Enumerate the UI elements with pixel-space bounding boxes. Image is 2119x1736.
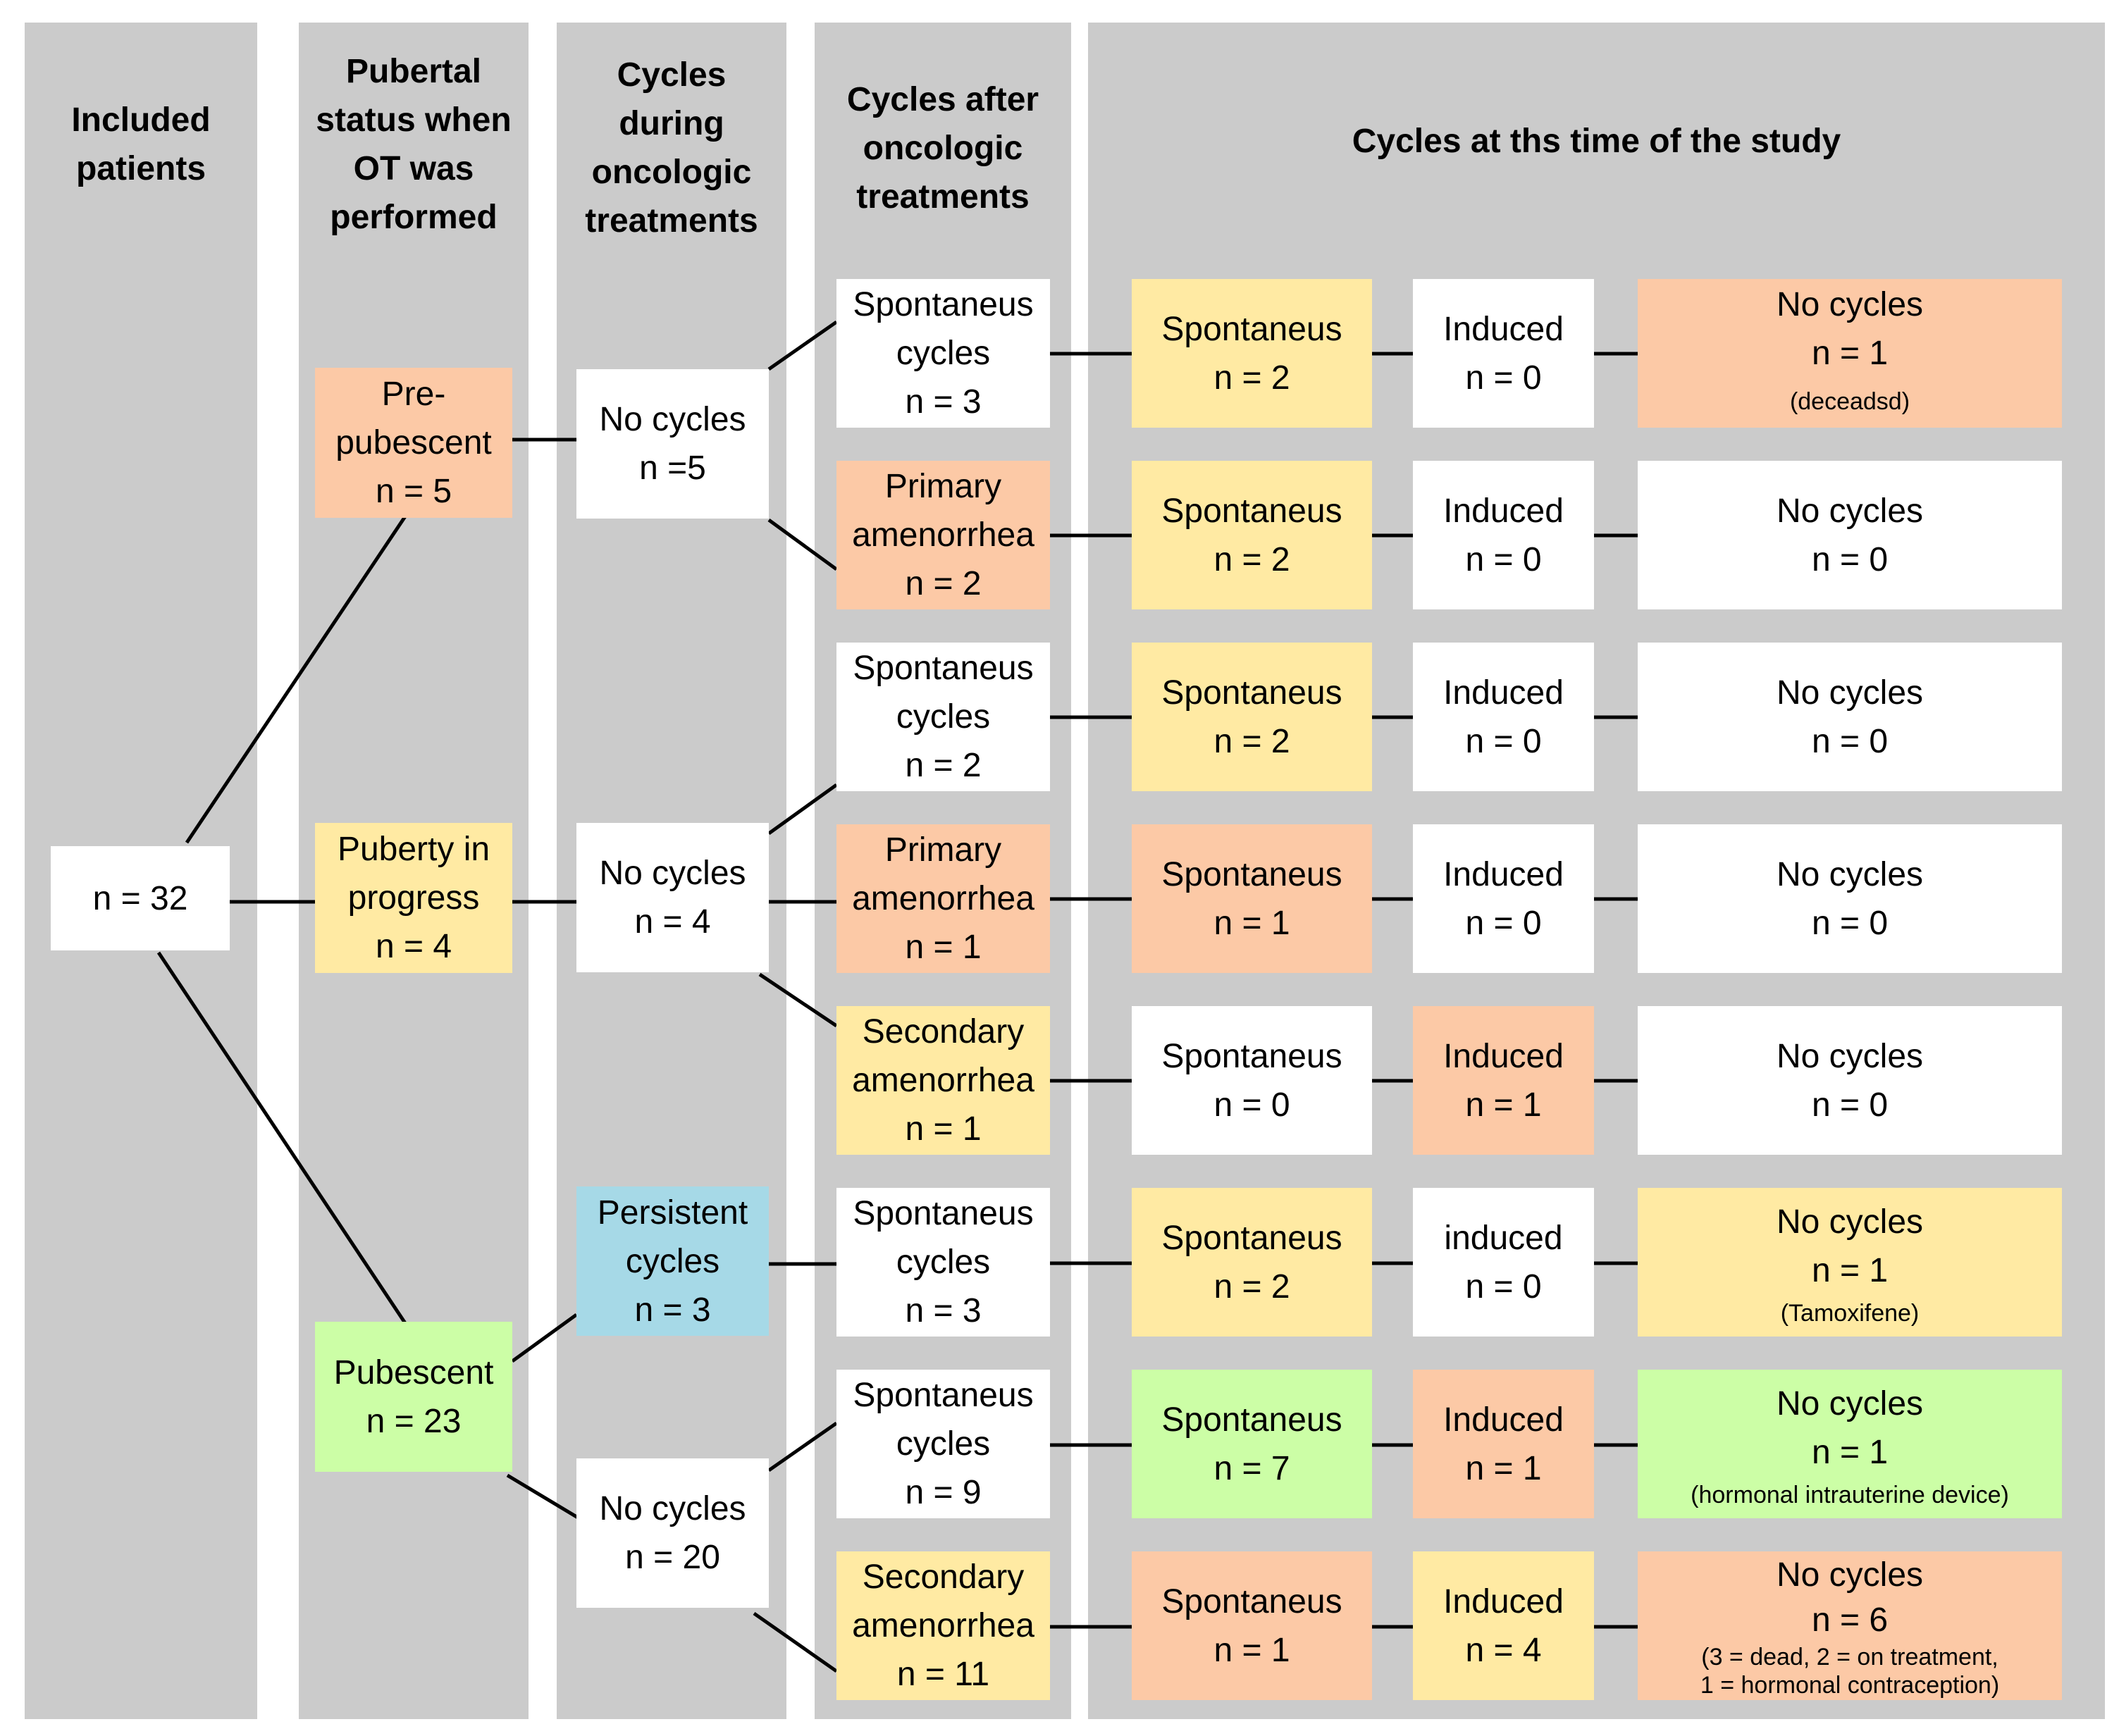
root-included-patients-box: n = 32 [51,846,230,950]
study-no-cycles-box-row-1: No cycles n = 1 (deceadsd) [1638,279,2062,428]
header-cycles-study: Cycles at ths time of the study [1352,122,1841,160]
